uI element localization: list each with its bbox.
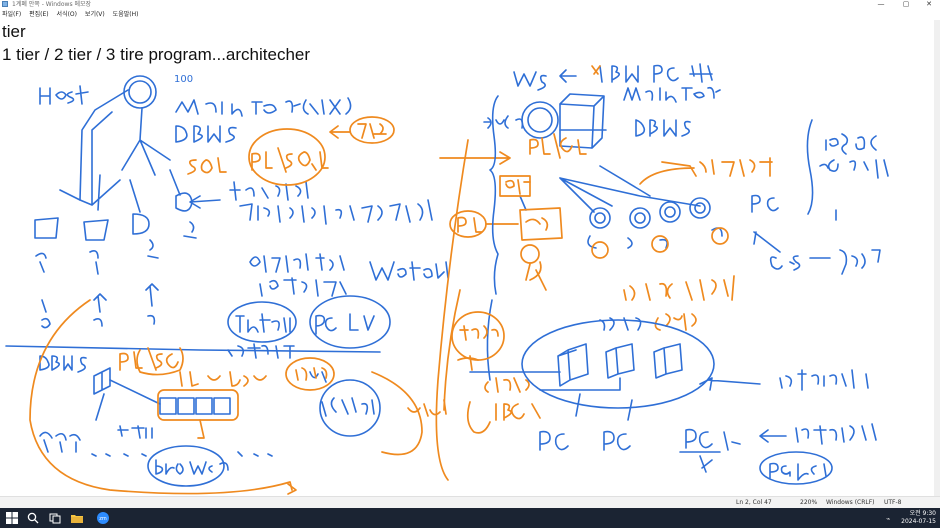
document-line-1: tier — [2, 22, 26, 41]
file-explorer-icon[interactable] — [71, 512, 83, 524]
task-view-icon[interactable] — [49, 512, 61, 524]
connection-structure-text — [239, 199, 433, 225]
zoom-level: 220% — [800, 499, 818, 506]
zoom-app-icon[interactable]: zm — [97, 512, 109, 524]
search-icon[interactable] — [27, 512, 39, 524]
minimize-button[interactable]: — — [877, 0, 885, 8]
plsql-annotation — [187, 116, 395, 186]
web-jdbc-annotations — [29, 299, 423, 495]
menu-bar: 파일(F) 편집(E) 서식(O) 보기(V) 도움말(H) — [0, 9, 940, 20]
menu-format[interactable]: 서식(O) — [56, 11, 77, 18]
pc-era-orange — [451, 65, 773, 434]
windows-start-icon[interactable] — [6, 512, 18, 524]
svg-text:zm: zm — [99, 516, 107, 522]
cursor-position: Ln 2, Col 47 — [736, 499, 772, 506]
internet-pcs-diagram — [469, 317, 877, 485]
internet-network-notes — [227, 253, 449, 437]
clock-date: 2024-07-15 — [901, 518, 936, 525]
terminal-arrow — [189, 181, 309, 209]
close-button[interactable]: ✕ — [926, 0, 932, 8]
window-title: 1계폐 안쪽 - Windows 메모장 — [12, 1, 92, 8]
maximize-button[interactable]: ▢ — [902, 0, 910, 8]
system-clock[interactable]: 오전 9:30 2024-07-15 — [901, 510, 936, 526]
menu-file[interactable]: 파일(F) — [2, 11, 22, 18]
taskbar: zm ⌁ 오전 9:30 2024-07-15 — [0, 508, 940, 528]
menu-help[interactable]: 도움말(H) — [112, 11, 139, 18]
encoding: UTF-8 — [884, 499, 902, 506]
vertical-scrollbar[interactable] — [934, 20, 940, 496]
line-ending: Windows (CRLF) — [826, 499, 875, 506]
title-bar: 1계폐 안쪽 - Windows 메모장 — ▢ ✕ — [0, 0, 940, 9]
notepad-icon — [2, 1, 8, 7]
center-divider — [407, 139, 519, 481]
menu-view[interactable]: 보기(V) — [84, 11, 105, 18]
network-icon[interactable]: ⌁ — [886, 515, 891, 523]
two-tier-diagram — [5, 345, 381, 487]
status-bar: Ln 2, Col 47 220% Windows (CRLF) UTF-8 — [0, 496, 940, 509]
document-line-2: 1 tier / 2 tier / 3 tire program...archi… — [2, 45, 311, 64]
mainframe-diagram — [34, 75, 197, 329]
mainframe-unix-text — [175, 97, 352, 117]
menu-edit[interactable]: 편집(E) — [29, 11, 49, 18]
dbms-text — [175, 125, 237, 143]
clock-time: 오전 9:30 — [909, 510, 936, 517]
label-100: 100 — [174, 74, 193, 85]
center-brace — [486, 95, 499, 381]
ink-annotation-layer: 100 — [5, 63, 889, 495]
pc-era-diagram — [483, 63, 889, 275]
